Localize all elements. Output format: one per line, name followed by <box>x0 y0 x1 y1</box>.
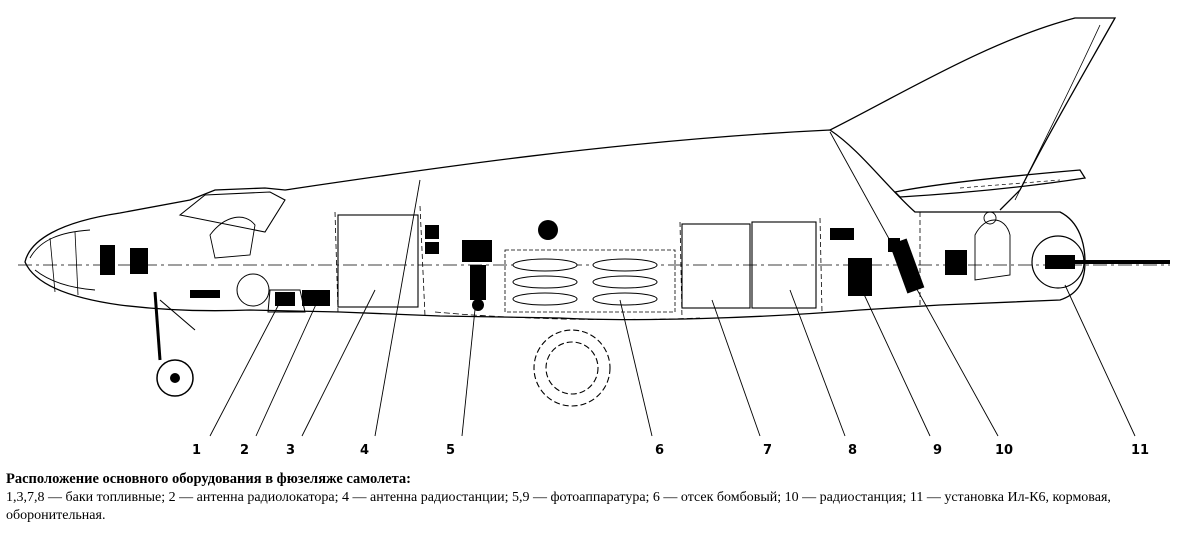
fuselage-outline <box>24 129 1086 321</box>
callout-9: 9 <box>933 443 942 455</box>
fuel-tank-7 <box>681 223 751 309</box>
callout-4: 4 <box>360 443 369 455</box>
vertical-tail-fin <box>829 17 1117 211</box>
callout-1: 1 <box>192 443 201 455</box>
aircraft-cutaway-diagram: 1 2 3 4 5 6 7 8 9 10 11 <box>18 17 1170 455</box>
camera-9 <box>848 238 925 296</box>
fuel-tank-1 <box>267 289 306 313</box>
main-gear-wheel <box>533 329 611 407</box>
bombs <box>512 258 658 306</box>
nose-landing-gear <box>153 291 196 397</box>
callout-5: 5 <box>446 443 455 455</box>
caption-legend: 1,3,7,8 — баки топливные; 2 — антенна ра… <box>6 490 1111 523</box>
bomb-bay <box>504 249 676 313</box>
callout-7: 7 <box>763 443 772 455</box>
callout-8: 8 <box>848 443 857 455</box>
antenna-dish <box>538 220 558 240</box>
horizontal-stabilizer <box>893 169 1087 198</box>
callout-10: 10 <box>995 443 1013 455</box>
callout-11: 11 <box>1131 443 1149 455</box>
camera-5 <box>462 240 492 311</box>
fuel-tank-3 <box>337 214 419 308</box>
fuel-tank-8 <box>751 221 817 309</box>
pilot-canopy <box>178 191 286 233</box>
figure-caption: Расположение основного оборудования в фю… <box>6 470 1174 525</box>
radar-antenna-2 <box>275 290 330 306</box>
callout-3: 3 <box>286 443 295 455</box>
caption-title: Расположение основного оборудования в фю… <box>6 471 411 487</box>
callout-6: 6 <box>655 443 664 455</box>
rudder-line <box>1014 24 1101 201</box>
callout-2: 2 <box>240 443 249 455</box>
